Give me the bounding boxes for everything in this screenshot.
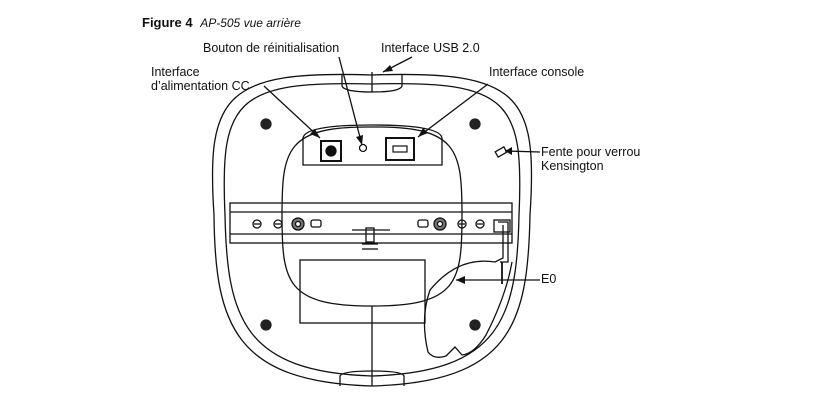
dc-power-port [320,140,342,162]
bracket-screw-holes [252,217,485,231]
reset-button-text: Bouton de réinitialisation [203,41,340,55]
callout-arrowheads [310,65,512,284]
figure-title: AP-505 vue arrière [200,16,301,30]
recessed-panel [281,126,463,307]
dc-power-text-line1: Interface [151,65,200,79]
ethernet-cable [423,225,513,358]
kensington-label: Fente pour verrou Kensington [541,145,640,173]
console-port [385,137,415,161]
label-area [299,259,426,324]
reset-button-hole [358,143,368,153]
mounting-bracket [229,202,513,244]
bracket-latch [352,227,390,250]
figure-number: Figure 4 [142,15,193,30]
figure-caption: Figure 4 AP-505 vue arrière [142,15,301,30]
usb-interface-text: Interface USB 2.0 [381,41,480,55]
corner-screws [260,118,481,331]
console-interface-label: Interface console [489,65,584,79]
console-interface-text: Interface console [489,65,585,79]
reset-button-label: Bouton de réinitialisation [203,41,339,55]
e0-port-text: E0 [541,272,557,286]
kensington-slot [494,146,508,158]
dc-power-text-line2: d’alimentation CC [151,79,250,93]
dc-power-label: Interface d’alimentation CC [151,65,250,93]
e0-port-label: E0 [541,272,556,286]
kensington-text-line2: Kensington [541,159,604,173]
kensington-text-line1: Fente pour verrou [541,145,641,159]
usb-interface-label: Interface USB 2.0 [381,41,480,55]
